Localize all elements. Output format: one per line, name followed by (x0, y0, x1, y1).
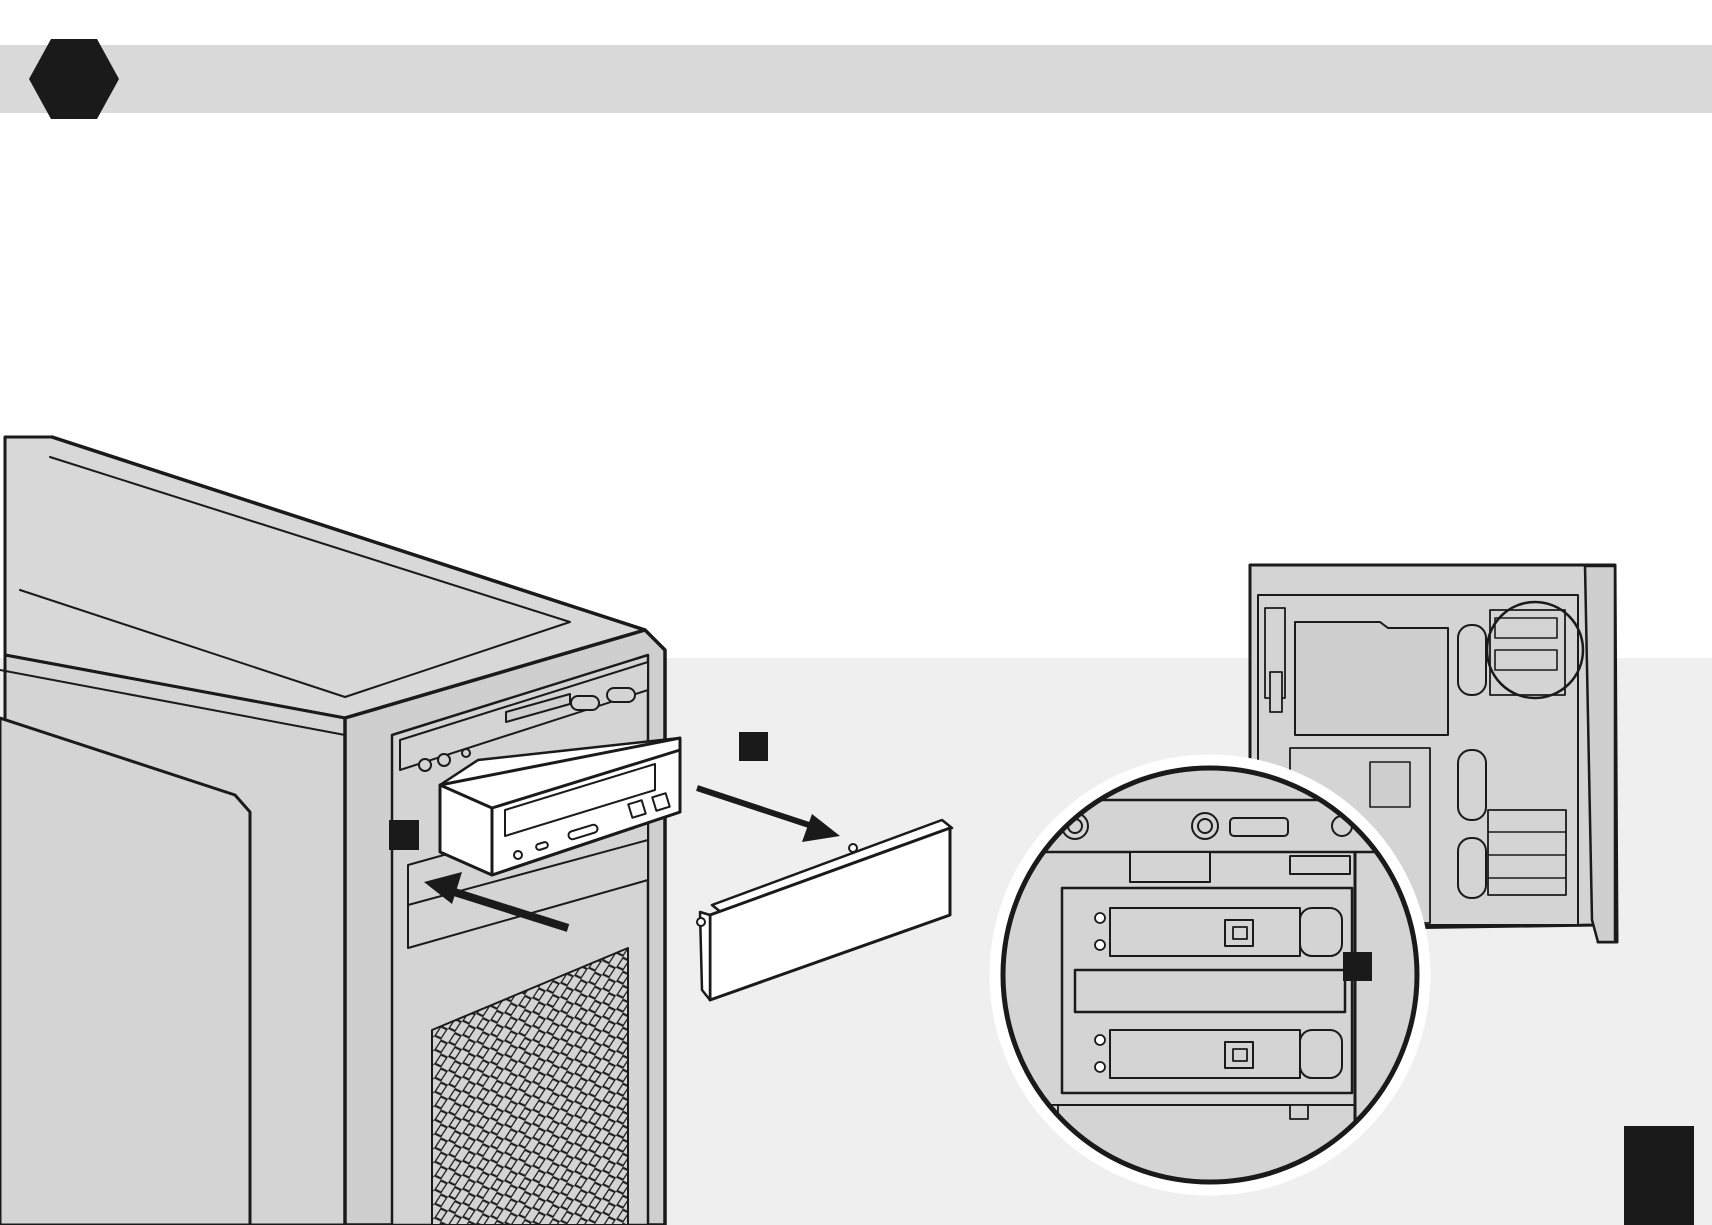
bay-cover-icon (697, 820, 952, 1000)
callout-marker (389, 820, 419, 850)
remove-arrow-icon (697, 788, 840, 842)
page-marker (1624, 1126, 1694, 1225)
callout-marker (739, 732, 768, 761)
callout-marker (1343, 952, 1372, 981)
